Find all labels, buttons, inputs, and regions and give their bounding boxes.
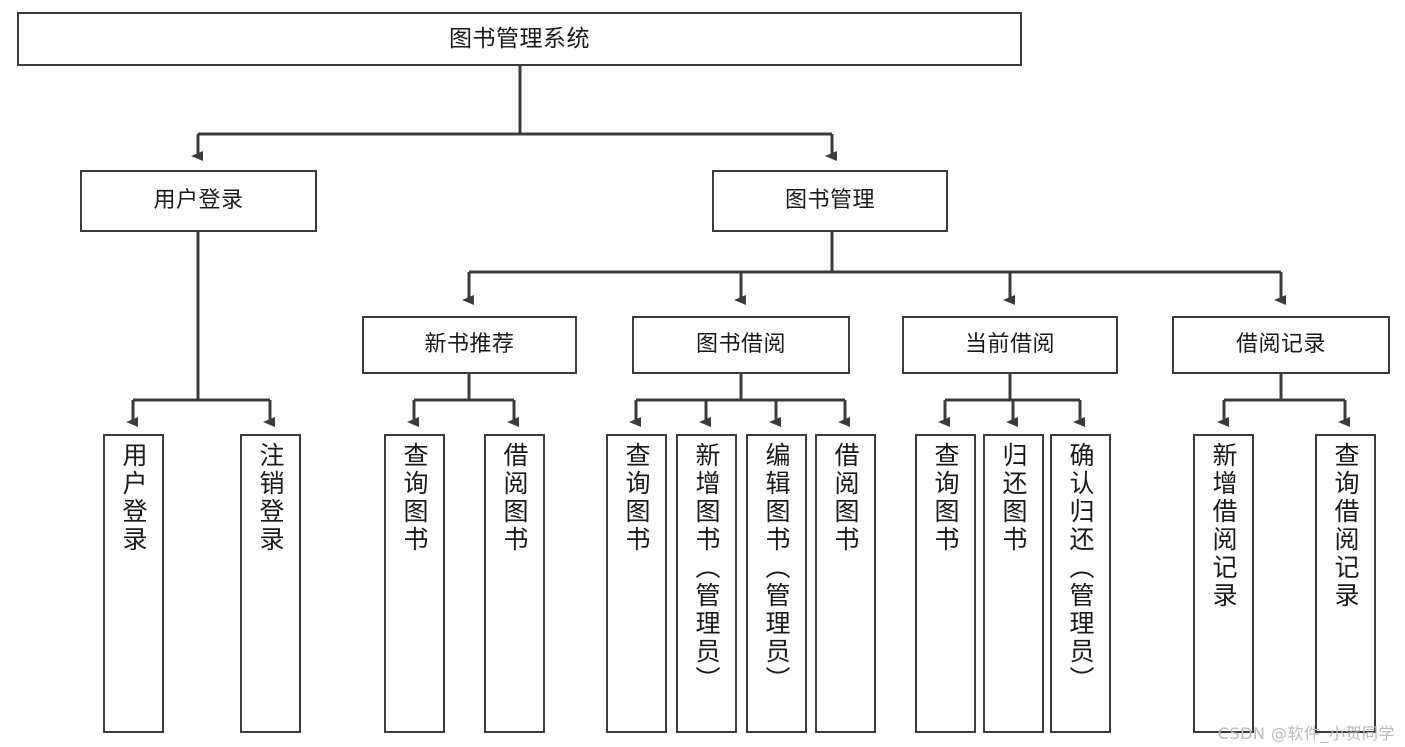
node-book-borrow[interactable]: 图书借阅 xyxy=(632,316,850,374)
node-leaf-query-borrow-record[interactable]: 查询借阅记录 xyxy=(1315,434,1376,733)
node-leaf-add-book[interactable]: 新增图书（管理员） xyxy=(676,434,737,733)
node-label: 新增图书（管理员） xyxy=(692,442,721,694)
node-label: 新增借阅记录 xyxy=(1209,442,1238,610)
node-leaf-edit-book[interactable]: 编辑图书（管理员） xyxy=(746,434,807,733)
node-label: 当前借阅 xyxy=(964,332,1055,358)
node-label: 图书借阅 xyxy=(695,332,786,358)
node-label: 图书管理系统 xyxy=(449,25,590,52)
node-label: 查询图书 xyxy=(400,442,429,554)
node-leaf-query-book-1[interactable]: 查询图书 xyxy=(384,434,445,733)
node-leaf-confirm-return[interactable]: 确认归还（管理员） xyxy=(1050,434,1111,733)
node-leaf-borrow-book-2[interactable]: 借阅图书 xyxy=(815,434,876,733)
node-label: 借阅图书 xyxy=(500,442,529,554)
node-book-management[interactable]: 图书管理 xyxy=(712,170,948,232)
node-label: 归还图书 xyxy=(999,442,1028,554)
node-user-login[interactable]: 用户登录 xyxy=(80,170,317,232)
node-label: 新书推荐 xyxy=(424,332,515,358)
node-leaf-borrow-book-1[interactable]: 借阅图书 xyxy=(484,434,545,733)
node-label: 编辑图书（管理员） xyxy=(762,442,791,694)
node-label: 图书管理 xyxy=(784,188,875,214)
node-leaf-return-book[interactable]: 归还图书 xyxy=(983,434,1044,733)
node-label: 借阅图书 xyxy=(831,442,860,554)
node-leaf-user-login[interactable]: 用户登录 xyxy=(103,434,164,733)
node-label: 查询图书 xyxy=(931,442,960,554)
node-root-book-management-system[interactable]: 图书管理系统 xyxy=(17,12,1022,66)
node-label: 确认归还（管理员） xyxy=(1066,442,1095,694)
node-leaf-logout-login[interactable]: 注销登录 xyxy=(240,434,301,733)
node-current-borrow[interactable]: 当前借阅 xyxy=(902,316,1118,374)
node-new-book-recommend[interactable]: 新书推荐 xyxy=(362,316,577,374)
node-label: 用户登录 xyxy=(119,442,148,554)
node-label: 借阅记录 xyxy=(1235,332,1326,358)
node-leaf-add-borrow-record[interactable]: 新增借阅记录 xyxy=(1193,434,1254,733)
watermark: CSDN @软件_小贺同学 xyxy=(1217,724,1395,743)
node-borrow-record[interactable]: 借阅记录 xyxy=(1172,316,1390,374)
node-leaf-query-book-2[interactable]: 查询图书 xyxy=(606,434,667,733)
node-label: 查询借阅记录 xyxy=(1331,442,1360,610)
node-label: 用户登录 xyxy=(153,188,244,214)
node-leaf-query-book-3[interactable]: 查询图书 xyxy=(915,434,976,733)
node-label: 查询图书 xyxy=(622,442,651,554)
node-label: 注销登录 xyxy=(256,442,285,554)
